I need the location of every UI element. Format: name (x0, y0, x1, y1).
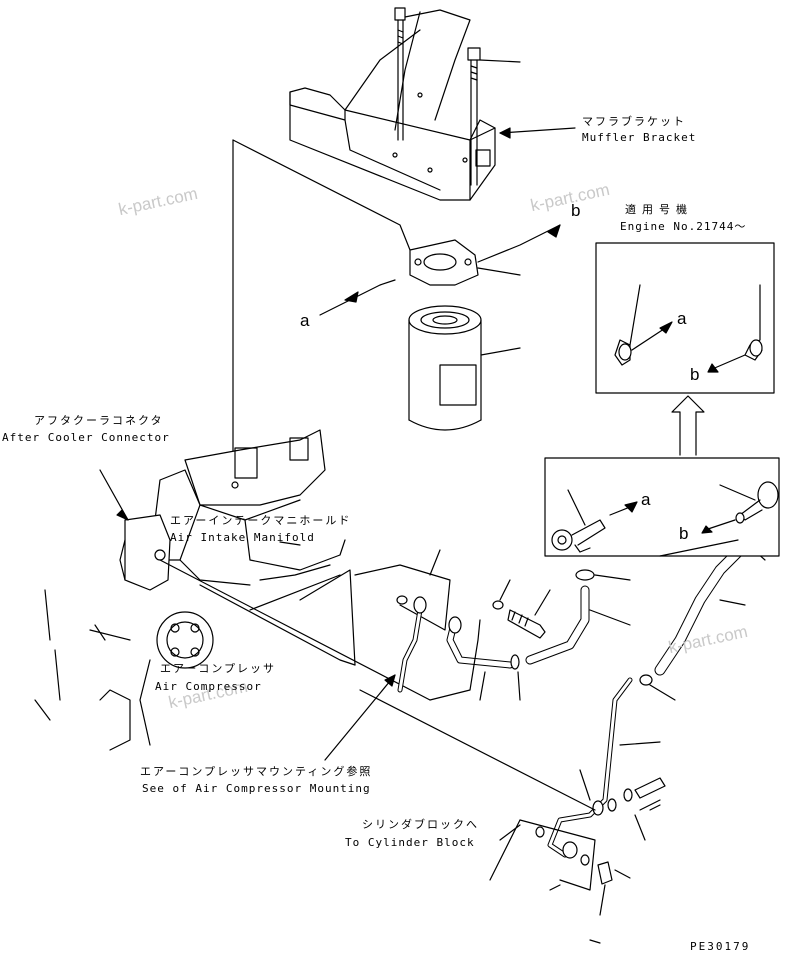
oil-filter-cartridge (408, 305, 521, 431)
bolt-lower-right (634, 777, 666, 841)
muffler-bracket (289, 9, 496, 201)
applicable-label-jp: 適用号機 (625, 203, 693, 216)
muffler-bracket-label-jp: マフラブラケット (582, 115, 686, 128)
cylinder-block-pipe (535, 677, 661, 859)
mounting-label-jp: エアーコンプレッサマウンティング参照 (140, 765, 373, 778)
hose-assembly (446, 569, 631, 701)
drawing-code: PE30179 (690, 940, 751, 953)
compressor-pipe (396, 595, 427, 693)
aftercooler-label-en: After Cooler Connector (2, 431, 170, 444)
bracket-bolt-right (467, 47, 521, 186)
bolt-bottom (549, 854, 631, 916)
mounting-label-en: See of Air Compressor Mounting (142, 782, 371, 795)
intake-label-jp: エアーインテークマニホールド (170, 514, 352, 527)
filter-head (409, 239, 521, 286)
bolt-middle (492, 579, 551, 639)
bracket-bolt-left (394, 7, 406, 141)
compressor-label-en: Air Compressor (155, 680, 262, 693)
compressor-label-jp: エアーコンプレッサ (160, 662, 277, 675)
inset-old-type (544, 457, 780, 557)
ref-b-inset1: b (690, 365, 700, 384)
air-compressor (34, 589, 214, 751)
inset-new-type (595, 242, 775, 394)
transition-arrow (671, 395, 705, 456)
intake-manifold (149, 429, 346, 586)
ref-a-inset2: a (641, 490, 651, 509)
aftercooler-connector (119, 514, 171, 591)
aftercooler-label-jp: アフタクーラコネクタ (34, 414, 164, 427)
intake-label-en: Air Intake Manifold (170, 531, 315, 544)
cylinder-label-jp: シリンダブロックへ (362, 818, 479, 831)
muffler-bracket-label-en: Muffler Bracket (582, 131, 697, 144)
ref-b-inset2: b (679, 524, 689, 543)
ref-a-inset1: a (677, 309, 687, 328)
ref-a-main: a (300, 311, 310, 330)
cylinder-label-en: To Cylinder Block (345, 836, 475, 849)
applicable-label-en: Engine No.21744～ (620, 220, 747, 233)
ref-b-main: b (571, 201, 581, 220)
